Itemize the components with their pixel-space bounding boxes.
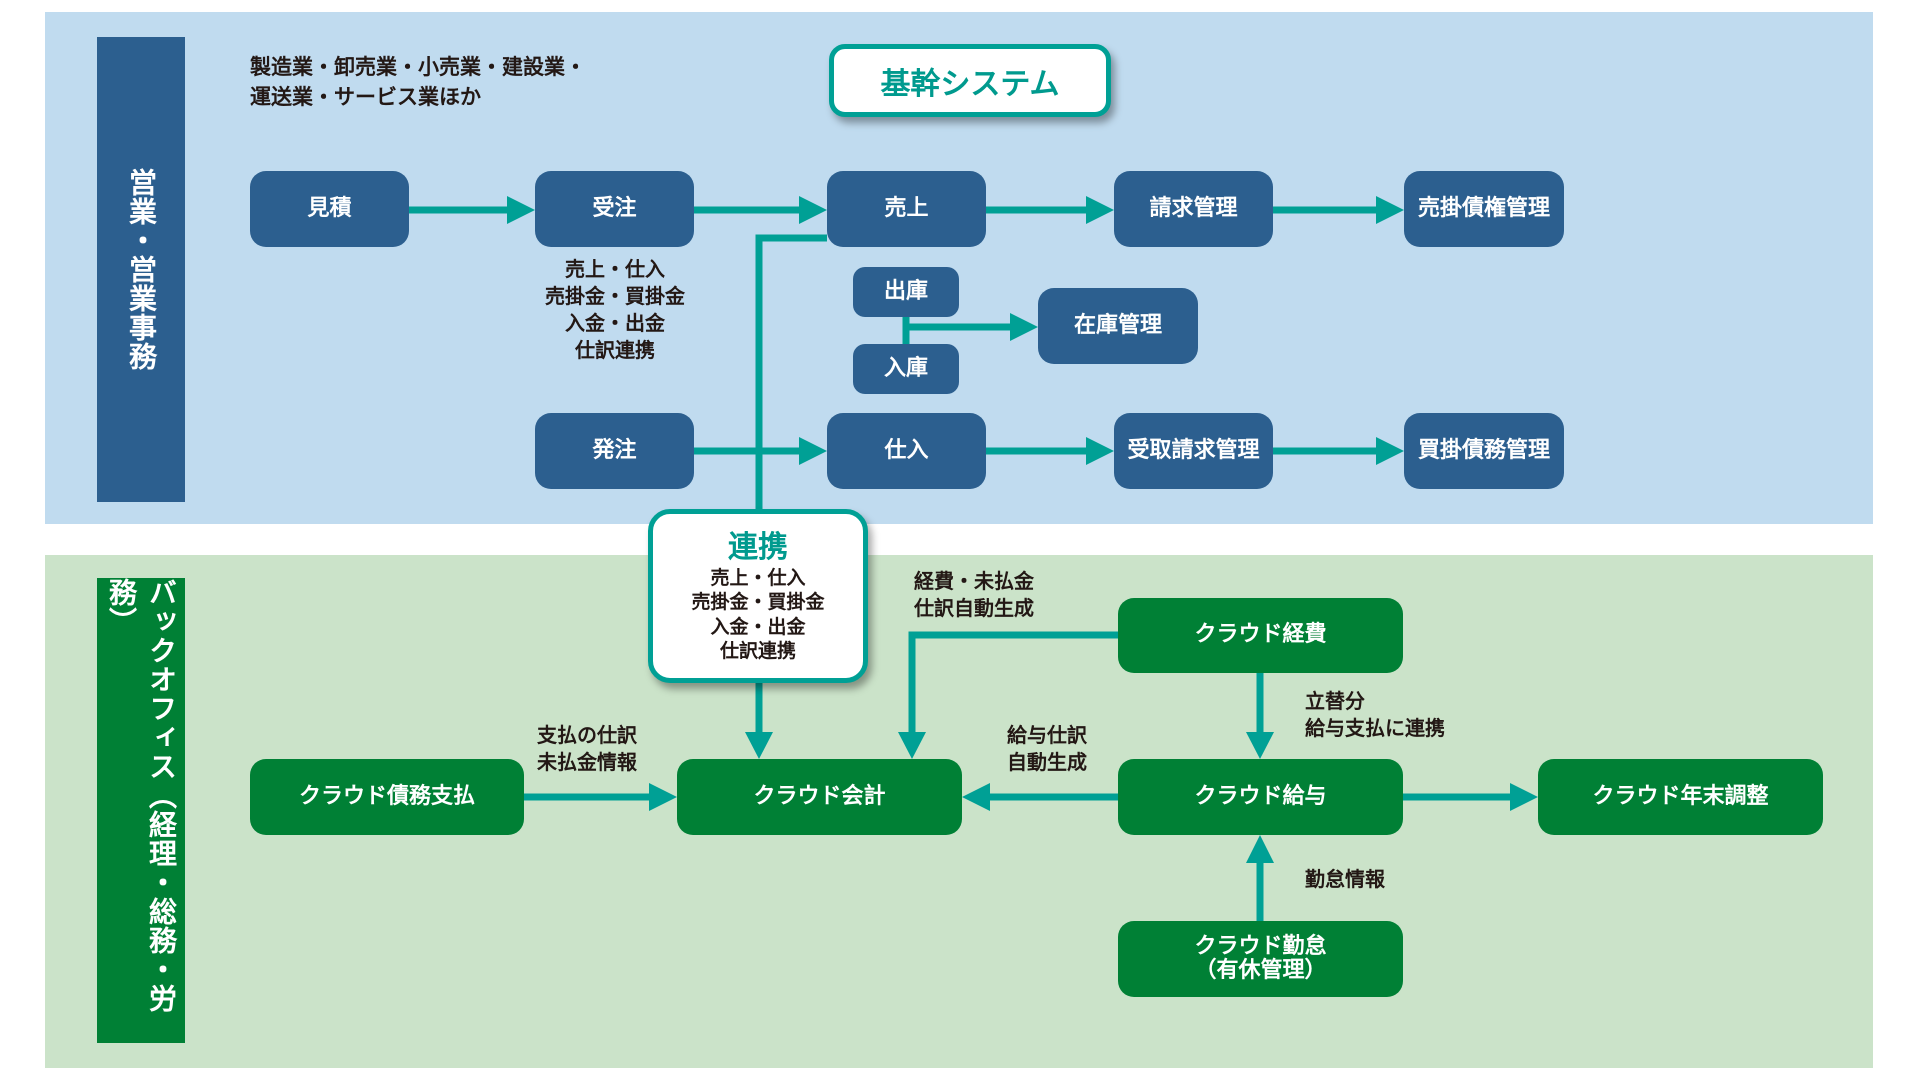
label-line: 未払金情報 <box>537 750 637 774</box>
node-cloud-year-end[interactable]: クラウド年末調整 <box>1538 759 1823 835</box>
order-note: 売上・仕入 売掛金・買掛金 入金・出金 仕訳連携 <box>525 256 705 364</box>
label-line: 仕訳自動生成 <box>914 596 1034 620</box>
arrowhead <box>1086 196 1114 224</box>
label-line: 給与仕訳 <box>1007 723 1087 747</box>
label-attendance-to-payroll: 勤怠情報 <box>1305 866 1385 893</box>
label-line: 経費・未払金 <box>914 569 1034 593</box>
node-sales[interactable]: 売上 <box>827 171 986 247</box>
connector-sales-to-link <box>755 234 827 509</box>
node-order-placed[interactable]: 発注 <box>535 413 694 489</box>
label-line: 支払の仕訳 <box>537 723 637 747</box>
arrow-expense-to-accounting <box>908 631 1118 745</box>
core-system-title: 基幹システム <box>829 44 1111 117</box>
label-line: 給与支払に連携 <box>1305 716 1445 740</box>
section-label-backoffice: バックオフィス（経理・総務・労務） <box>97 578 185 1043</box>
arrowhead <box>799 196 827 224</box>
label-payroll-to-accounting: 給与仕訳 自動生成 <box>1007 722 1087 776</box>
arrowhead <box>649 783 677 811</box>
attendance-line-2: （有休管理） <box>1194 958 1327 983</box>
arrowhead <box>507 196 535 224</box>
label-expense-to-payroll: 立替分 給与支払に連携 <box>1305 688 1445 742</box>
link-line: 売掛金・買掛金 <box>691 591 825 614</box>
industries-note: 製造業・卸売業・小売業・建設業・ 運送業・サービス業ほか <box>250 52 586 113</box>
order-note-line: 仕訳連携 <box>575 338 655 362</box>
order-note-line: 売上・仕入 <box>565 257 665 281</box>
node-invoice-received[interactable]: 受取請求管理 <box>1114 413 1273 489</box>
arrowhead <box>745 732 773 759</box>
arrowhead <box>1246 732 1274 759</box>
node-estimate[interactable]: 見積 <box>250 171 409 247</box>
arrowhead <box>1246 835 1274 863</box>
label-line: 自動生成 <box>1007 750 1087 774</box>
node-inventory[interactable]: 在庫管理 <box>1038 288 1198 364</box>
order-note-line: 売掛金・買掛金 <box>545 284 685 308</box>
label-line: 立替分 <box>1305 689 1365 713</box>
arrowhead <box>1010 313 1038 341</box>
arrowhead <box>799 437 827 465</box>
node-cloud-attendance[interactable]: クラウド勤怠 （有休管理） <box>1118 921 1403 997</box>
arrowhead <box>1376 196 1404 224</box>
arrowhead <box>1376 437 1404 465</box>
order-note-line: 入金・出金 <box>565 311 665 335</box>
node-billing[interactable]: 請求管理 <box>1114 171 1273 247</box>
label-line: 勤怠情報 <box>1305 867 1385 891</box>
link-line: 仕訳連携 <box>719 639 796 662</box>
section-label-sales: 営業・営業事務 <box>97 37 185 502</box>
arrowhead <box>1086 437 1114 465</box>
node-receiving[interactable]: 入庫 <box>853 344 959 394</box>
industries-line-1: 製造業・卸売業・小売業・建設業・ <box>250 55 586 79</box>
arrowhead <box>962 783 990 811</box>
label-payment-to-accounting: 支払の仕訳 未払金情報 <box>537 722 637 776</box>
label-expense-to-accounting: 経費・未払金 仕訳自動生成 <box>914 568 1034 622</box>
node-purchase[interactable]: 仕入 <box>827 413 986 489</box>
link-box: 連携 売上・仕入 売掛金・買掛金 入金・出金 仕訳連携 <box>648 509 868 683</box>
node-receivables[interactable]: 売掛債権管理 <box>1404 171 1564 247</box>
arrowhead <box>898 732 926 759</box>
node-cloud-expenses[interactable]: クラウド経費 <box>1118 598 1403 673</box>
node-cloud-accounting[interactable]: クラウド会計 <box>677 759 962 835</box>
link-title: 連携 <box>728 530 788 565</box>
link-line: 入金・出金 <box>710 615 806 638</box>
link-line: 売上・仕入 <box>710 567 806 589</box>
node-order-received[interactable]: 受注 <box>535 171 694 247</box>
arrowhead <box>1510 783 1538 811</box>
node-shipping[interactable]: 出庫 <box>853 267 959 317</box>
node-payables[interactable]: 買掛債務管理 <box>1404 413 1564 489</box>
node-cloud-payables-payment[interactable]: クラウド債務支払 <box>250 759 524 835</box>
industries-line-2: 運送業・サービス業ほか <box>250 85 481 110</box>
attendance-line-1: クラウド勤怠 <box>1194 933 1327 959</box>
node-cloud-payroll[interactable]: クラウド給与 <box>1118 759 1403 835</box>
